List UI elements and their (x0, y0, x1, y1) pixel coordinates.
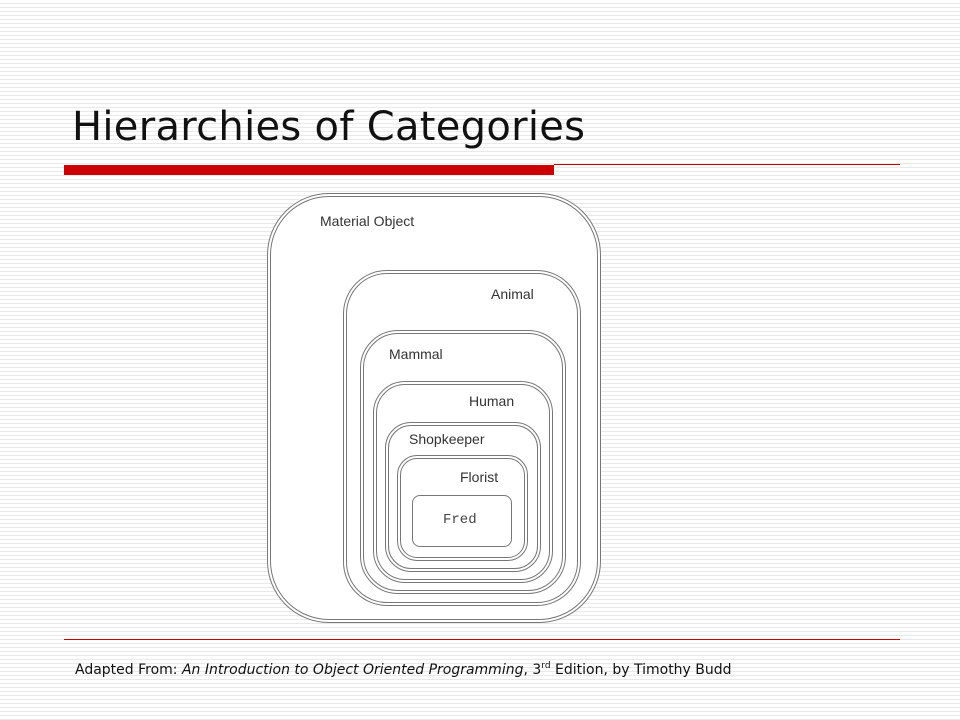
citation-rest: Edition, by Timothy Budd (550, 662, 732, 678)
category-box-fred (412, 495, 512, 547)
category-label-material-object: Material Object (320, 213, 415, 229)
category-label-human: Human (469, 393, 515, 409)
category-label-mammal: Mammal (389, 346, 443, 362)
citation-book-title: An Introduction to Object Oriented Progr… (181, 662, 524, 678)
slide-title: Hierarchies of Categories (72, 104, 586, 150)
category-label-florist: Florist (460, 469, 499, 485)
category-label-animal: Animal (491, 286, 534, 302)
title-underline-thin (554, 164, 900, 165)
citation-edition-suffix: rd (541, 661, 551, 671)
category-label-shopkeeper: Shopkeeper (409, 431, 485, 447)
category-label-fred: Fred (443, 512, 477, 528)
citation: Adapted From: An Introduction to Object … (75, 661, 732, 679)
title-underline-thick (64, 165, 554, 175)
citation-edition-number: , 3 (523, 662, 542, 678)
footer-rule (64, 639, 900, 640)
citation-prefix: Adapted From: (75, 662, 182, 678)
